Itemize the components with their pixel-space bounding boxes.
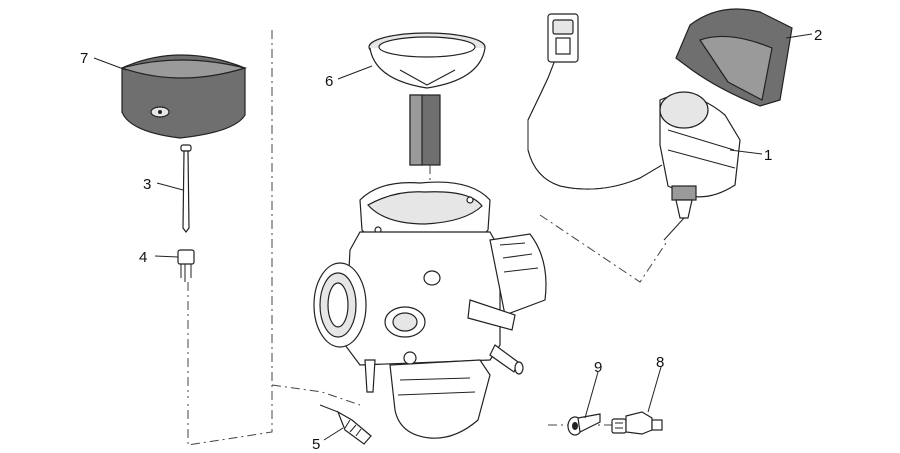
callout-3: 3: [143, 176, 151, 193]
callout-5: 5: [312, 436, 320, 453]
part-7-filter-cover: [119, 54, 248, 139]
part-9-washer: [567, 413, 601, 436]
callout-2: 2: [814, 27, 822, 44]
callout-labels: 1 2 3 4 5 6 7 8 9: [80, 27, 822, 453]
callout-6: 6: [325, 73, 333, 90]
callout-1: 1: [764, 147, 772, 164]
part-4-clip: [177, 249, 195, 282]
part-5-idle-screw: [319, 404, 372, 445]
part-3-needle: [180, 144, 192, 233]
part-6-diaphragm-slide: [368, 32, 486, 166]
callout-4: 4: [139, 249, 147, 266]
part-8-jet: [611, 411, 663, 435]
part-1-electric-choke: [527, 13, 741, 241]
leader-lines: [93, 33, 813, 441]
callout-9: 9: [594, 359, 602, 376]
part-2-choke-cover: [675, 8, 793, 107]
carburetor-body: [313, 181, 547, 439]
callout-8: 8: [656, 354, 664, 371]
callout-7: 7: [80, 50, 88, 67]
